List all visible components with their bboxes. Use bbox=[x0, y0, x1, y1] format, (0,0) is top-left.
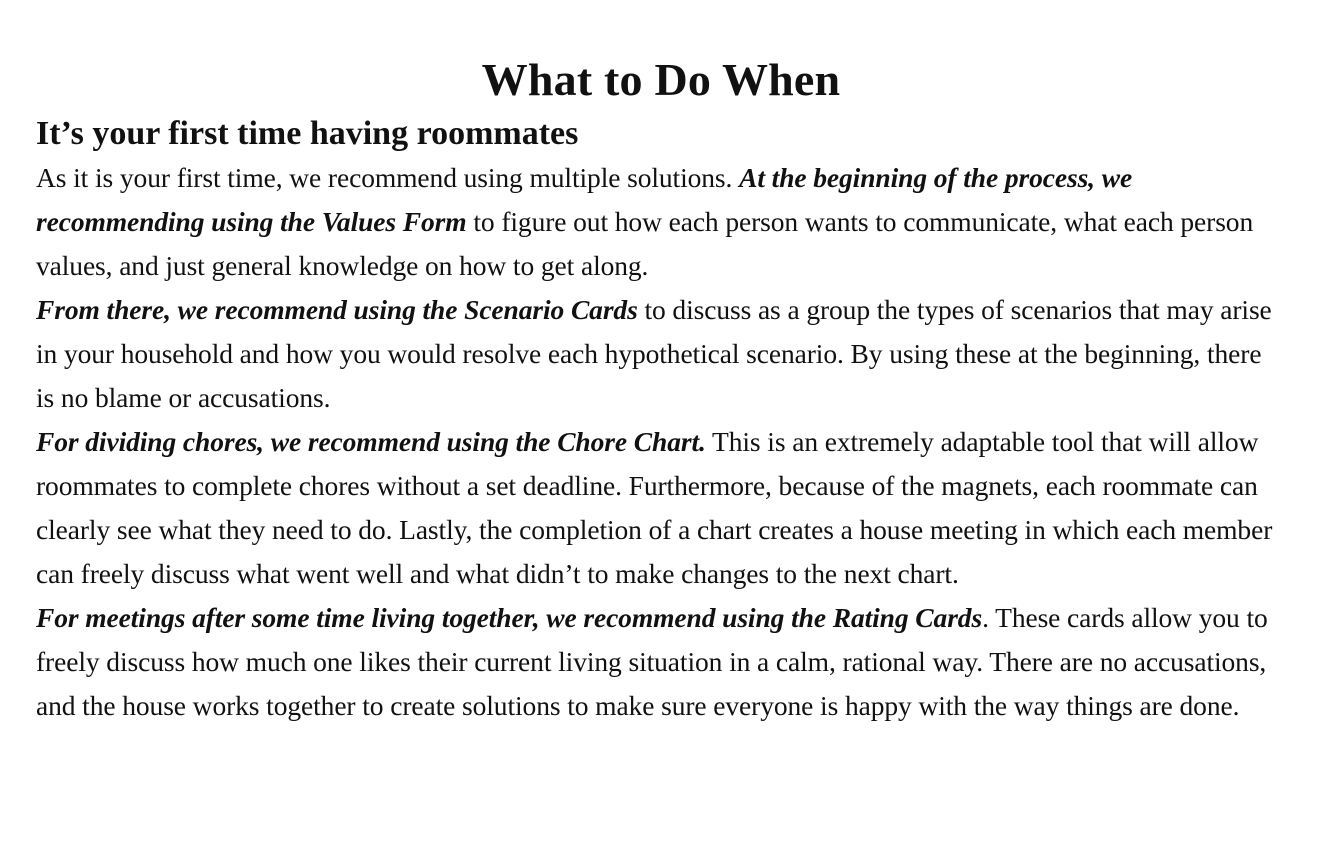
paragraph-body: to discuss as a group the types of scena… bbox=[36, 294, 1272, 413]
emphasis-scenario-cards: From there, we recommend using the Scena… bbox=[36, 294, 638, 325]
emphasis-rating-cards: For meetings after some time living toge… bbox=[36, 602, 983, 633]
section-heading: It’s your first time having roommates bbox=[36, 115, 579, 152]
paragraph-values-form: As it is your first time, we recommend u… bbox=[36, 156, 1286, 288]
emphasis-chore-chart: For dividing chores, we recommend using … bbox=[36, 426, 706, 457]
section-first-time-roommates: It’s your first time having roommates As… bbox=[36, 112, 1286, 728]
paragraph-body: to figure out how each person wants to c… bbox=[36, 206, 1254, 281]
paragraph-scenario-cards: From there, we recommend using the Scena… bbox=[36, 288, 1286, 420]
paragraph-body: This is an extremely adaptable tool that… bbox=[36, 426, 1273, 589]
paragraph-chore-chart: For dividing chores, we recommend using … bbox=[36, 420, 1286, 596]
paragraph-lead: As it is your first time, we recommend u… bbox=[36, 162, 740, 193]
emphasis-values-form: At the beginning of the process, we reco… bbox=[36, 162, 1133, 237]
paragraph-rating-cards: For meetings after some time living toge… bbox=[36, 596, 1286, 728]
page-title: What to Do When bbox=[481, 54, 841, 105]
paragraph-body: . These cards allow you to freely discus… bbox=[36, 602, 1268, 721]
